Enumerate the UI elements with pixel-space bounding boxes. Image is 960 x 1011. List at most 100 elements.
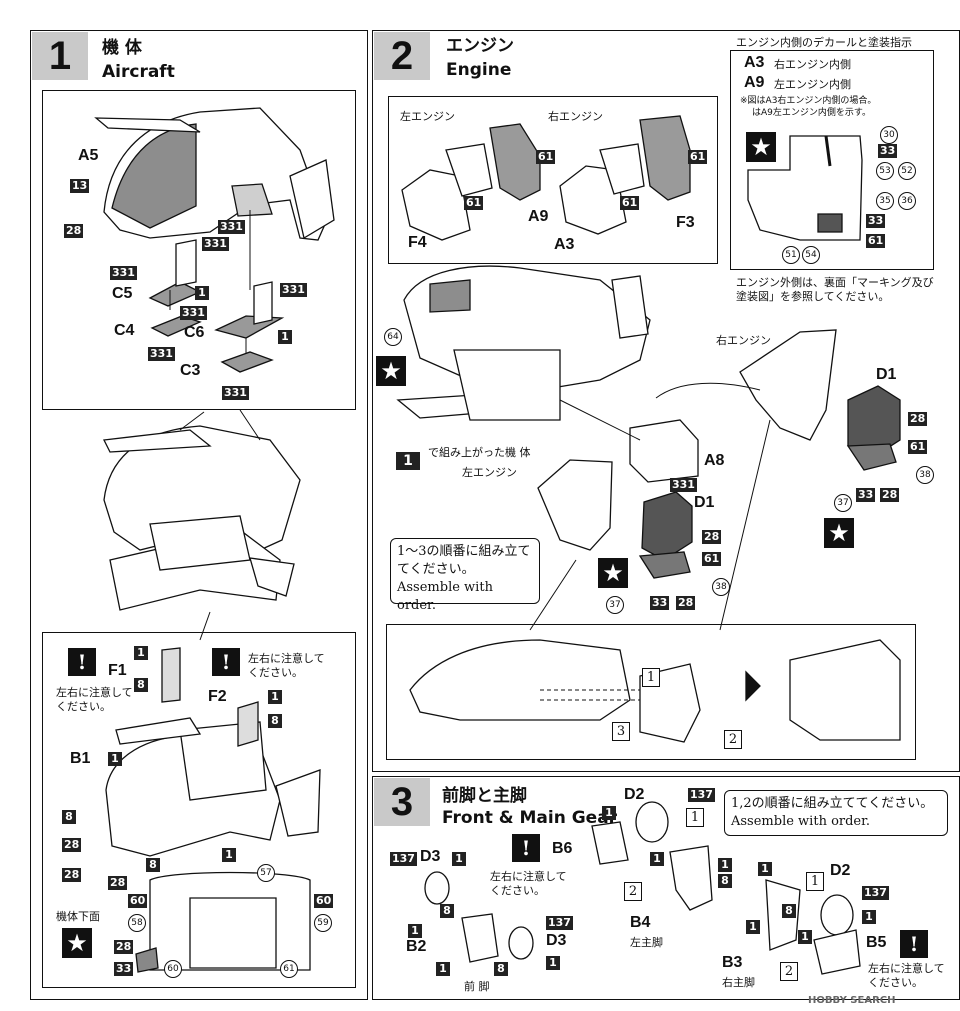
part-a8: A8 — [704, 452, 725, 469]
paint-tag-1-h: 1 — [602, 806, 616, 820]
paint-tag-61-d: 61 — [620, 196, 640, 210]
assembled-body-note: で組み上がった機 体 — [428, 446, 531, 459]
paint-tag-1-e: 1 — [108, 752, 122, 766]
callout-58: 58 — [128, 914, 146, 932]
order-note-step2-en: Assemble with order. — [397, 580, 493, 613]
order-step-3-box: 3 — [612, 722, 630, 741]
decal-a9-label: A9 — [744, 74, 765, 91]
order-note-step3-jp: 1,2の順番に組み立ててください。 — [731, 796, 934, 811]
caution-icon-a: ! — [68, 648, 96, 676]
gear-step-1-left: 1 — [686, 808, 704, 827]
part-c3: C3 — [180, 362, 201, 379]
callout-59: 59 — [314, 914, 332, 932]
paint-tag-137-b: 137 — [390, 852, 417, 866]
part-c6: C6 — [184, 324, 205, 341]
caution-icon-b: ! — [212, 648, 240, 676]
paint-tag-331-c: 331 — [110, 266, 137, 280]
order-step-1-box: 1 — [642, 668, 660, 687]
caution-text-a: 左右に注意してください。 — [56, 686, 133, 713]
decal-a3-label: A3 — [744, 54, 765, 71]
callout-38-b: 38 — [712, 578, 730, 596]
paint-tag-8-f: 8 — [440, 904, 454, 918]
decal-callout-33-a: 33 — [878, 144, 898, 158]
callout-60: 60 — [164, 960, 182, 978]
paint-tag-1-r: 1 — [798, 930, 812, 944]
underside-label: 機体下面 — [56, 910, 100, 923]
paint-tag-331-h: 331 — [670, 478, 697, 492]
paint-tag-61-b: 61 — [464, 196, 484, 210]
paint-tag-28-b: 28 — [62, 838, 82, 852]
watermark: HOBBY SEARCH — [808, 995, 896, 1006]
paint-tag-1-d: 1 — [268, 690, 282, 704]
paint-tag-1-l: 1 — [408, 924, 422, 938]
paint-tag-1-o: 1 — [758, 862, 772, 876]
paint-tag-1-m: 1 — [546, 956, 560, 970]
paint-tag-28-e: 28 — [114, 940, 134, 954]
callout-57: 57 — [257, 864, 275, 882]
step-2-number: 2 — [374, 32, 430, 80]
star-icon-left-engine: ★ — [598, 558, 628, 588]
decal-a3-text: 右エンジン内側 — [774, 58, 851, 71]
paint-tag-33-b: 33 — [856, 488, 876, 502]
part-d1-right: D1 — [876, 366, 897, 383]
right-engine-label-top: 右エンジン — [548, 110, 603, 123]
paint-tag-33-a: 33 — [114, 962, 134, 976]
star-icon-right-engine: ★ — [824, 518, 854, 548]
paint-tag-331-f: 331 — [148, 347, 175, 361]
callout-38-a: 38 — [916, 466, 934, 484]
part-d2-right: D2 — [830, 862, 851, 879]
step-1-title-jp: 機 体 — [102, 38, 142, 58]
paint-tag-1-n: 1 — [436, 962, 450, 976]
decal-note-1: ※図はA3右エンジン内側の場合。 — [740, 96, 877, 106]
paint-tag-1-c: 1 — [134, 646, 148, 660]
front-gear-label: 前 脚 — [464, 980, 490, 993]
paint-tag-28-g: 28 — [880, 488, 900, 502]
engine-inner-heading: エンジン内側のデカールと塗装指示 — [736, 36, 912, 49]
paint-tag-8-b: 8 — [268, 714, 282, 728]
star-icon-underside: ★ — [62, 928, 92, 958]
paint-tag-13: 13 — [70, 179, 90, 193]
step-3-number: 3 — [374, 778, 430, 826]
paint-tag-331-g: 331 — [222, 386, 249, 400]
star-icon-fuselage: ★ — [376, 356, 406, 386]
part-a3: A3 — [554, 236, 575, 253]
paint-tag-60-b: 60 — [314, 894, 334, 908]
paint-tag-137-a: 137 — [688, 788, 715, 802]
paint-tag-8-g: 8 — [494, 962, 508, 976]
order-step-2-box: 2 — [724, 730, 742, 749]
paint-tag-1-p: 1 — [862, 910, 876, 924]
paint-tag-137-d: 137 — [862, 886, 889, 900]
part-d3-b: D3 — [546, 932, 567, 949]
paint-tag-1-j: 1 — [718, 858, 732, 872]
decal-callout-30: 30 — [880, 126, 898, 144]
part-b1: B1 — [70, 750, 91, 767]
step-1-number: 1 — [32, 32, 88, 80]
paint-tag-28-d: 28 — [108, 876, 128, 890]
order-note-step3-en: Assemble with order. — [731, 814, 871, 829]
paint-tag-61-c: 61 — [688, 150, 708, 164]
part-f1: F1 — [108, 662, 127, 679]
decal-callout-52: 52 — [898, 162, 916, 180]
right-engine-label: 右エンジン — [716, 334, 771, 347]
paint-tag-1-a: 1 — [195, 286, 209, 300]
part-b5: B5 — [866, 934, 887, 951]
paint-tag-28-h: 28 — [702, 530, 722, 544]
part-b4: B4 — [630, 914, 651, 931]
paint-tag-28-f: 28 — [908, 412, 928, 426]
caution-text-c: 左右に注意してください。 — [490, 870, 567, 897]
step-3-title-jp: 前脚と主脚 — [442, 786, 527, 806]
paint-tag-331-e: 331 — [180, 306, 207, 320]
gear-step-1-right: 1 — [806, 872, 824, 891]
caution-text-b: 左右に注意してください。 — [248, 652, 325, 679]
step-3-title-en: Front & Main Gear — [442, 808, 618, 828]
part-a5: A5 — [78, 147, 99, 164]
decal-callout-36: 36 — [898, 192, 916, 210]
gear-step-2-left: 2 — [624, 882, 642, 901]
paint-tag-28-i: 28 — [676, 596, 696, 610]
decal-callout-53: 53 — [876, 162, 894, 180]
caution-icon-d: ! — [900, 930, 928, 958]
callout-61: 61 — [280, 960, 298, 978]
decal-note-2: はA9左エンジン内側を示す。 — [752, 108, 871, 118]
paint-tag-60-a: 60 — [128, 894, 148, 908]
